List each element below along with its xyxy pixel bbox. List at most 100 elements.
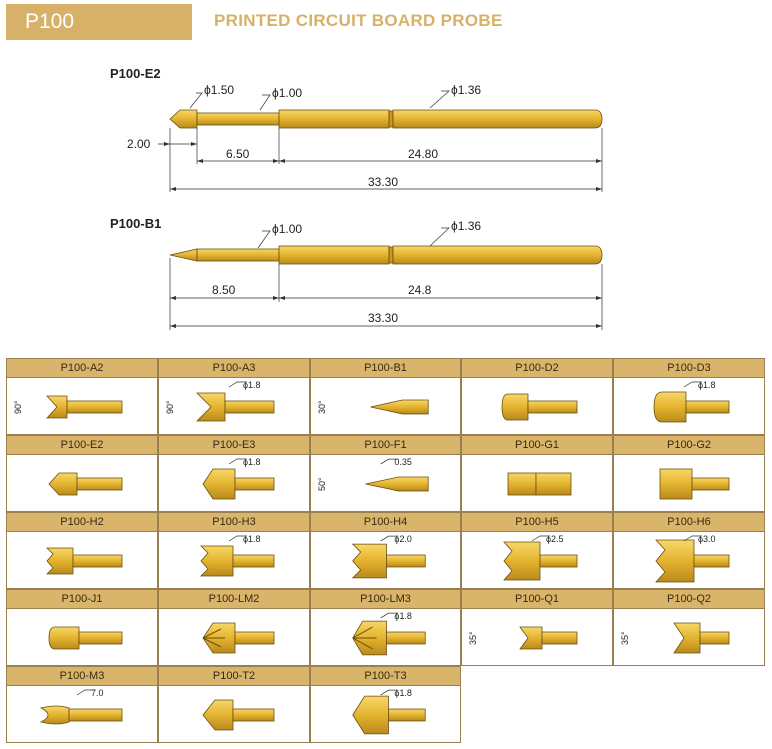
tip-label: P100-E2 bbox=[6, 435, 158, 455]
probe-drawings: ϕ1.50 ϕ1.00 ϕ1.36 2.00 6.50 24.80 33.30 … bbox=[127, 83, 603, 330]
tip-cell: P100-E3 ϕ1.8 bbox=[158, 435, 310, 512]
tip-label: P100-F1 bbox=[310, 435, 461, 455]
tip-diagram: 7.0 bbox=[6, 686, 158, 743]
tip-diagram: 35° bbox=[461, 609, 613, 666]
tip-diagram bbox=[6, 455, 158, 512]
e2-dia-barrel: ϕ1.00 bbox=[272, 86, 302, 100]
tip-diagram bbox=[158, 686, 310, 743]
b1-len-rear: 24.8 bbox=[408, 283, 432, 297]
drawing-label-e2: P100-E2 bbox=[110, 66, 161, 81]
tip-label: P100-T3 bbox=[310, 666, 461, 686]
tip-angle-note: 35° bbox=[468, 631, 478, 645]
page-title: PRINTED CIRCUIT BOARD PROBE bbox=[214, 11, 503, 30]
tip-cell: P100-H5 ϕ2.5 bbox=[461, 512, 613, 589]
tip-label: P100-H5 bbox=[461, 512, 613, 532]
tip-diagram: 30° bbox=[310, 378, 461, 435]
tip-diagram: 90° ϕ1.8 bbox=[158, 378, 310, 435]
tip-cell: P100-T2 bbox=[158, 666, 310, 743]
tip-diagram bbox=[6, 609, 158, 666]
tip-angle-note: 30° bbox=[317, 400, 327, 414]
tip-diagram: ϕ1.8 bbox=[158, 455, 310, 512]
tip-diagram: ϕ2.0 bbox=[310, 532, 461, 589]
tip-diagram: 50° 0.35 bbox=[310, 455, 461, 512]
tip-label: P100-D2 bbox=[461, 358, 613, 378]
tip-label: P100-H6 bbox=[613, 512, 765, 532]
tip-diagram bbox=[613, 455, 765, 512]
tip-diagram bbox=[6, 532, 158, 589]
tip-cell: P100-Q1 35° bbox=[461, 589, 613, 666]
tip-cell: P100-B1 30° bbox=[310, 358, 461, 435]
tip-angle-note: 35° bbox=[620, 631, 630, 645]
tip-cell: P100-H2 bbox=[6, 512, 158, 589]
tip-label: P100-B1 bbox=[310, 358, 461, 378]
tip-dia-note: 0.35 bbox=[394, 457, 411, 467]
tip-cell: P100-G1 bbox=[461, 435, 613, 512]
tip-diagram: ϕ2.5 bbox=[461, 532, 613, 589]
b1-dia-body: ϕ1.36 bbox=[451, 219, 481, 233]
tip-label: P100-D3 bbox=[613, 358, 765, 378]
e2-len-front: 6.50 bbox=[226, 147, 250, 161]
tip-cell: P100-A3 90° ϕ1.8 bbox=[158, 358, 310, 435]
tip-cell: P100-D2 bbox=[461, 358, 613, 435]
tip-diagram bbox=[461, 378, 613, 435]
tip-label: P100-Q1 bbox=[461, 589, 613, 609]
tip-dia-note: ϕ1.8 bbox=[243, 457, 261, 467]
tip-cell: P100-Q2 35° bbox=[613, 589, 765, 666]
tip-diagram bbox=[461, 455, 613, 512]
tip-cell: P100-D3 ϕ1.8 bbox=[613, 358, 765, 435]
tip-cell: P100-E2 bbox=[6, 435, 158, 512]
e2-dia-tip: ϕ1.50 bbox=[204, 83, 234, 97]
tip-cell: P100-A2 90° bbox=[6, 358, 158, 435]
tip-diagram: ϕ3.0 bbox=[613, 532, 765, 589]
tip-label: P100-M3 bbox=[6, 666, 158, 686]
e2-len-rear: 24.80 bbox=[408, 147, 438, 161]
tip-cell: P100-H3 ϕ1.8 bbox=[158, 512, 310, 589]
tip-label: P100-H2 bbox=[6, 512, 158, 532]
tip-diagram: ϕ1.8 bbox=[310, 686, 461, 743]
tip-dia-note: ϕ1.8 bbox=[394, 611, 411, 621]
tip-label: P100-A3 bbox=[158, 358, 310, 378]
tip-diagram: 35° bbox=[613, 609, 765, 666]
model-name: P100 bbox=[25, 10, 75, 33]
tip-dia-note: ϕ3.0 bbox=[698, 534, 716, 544]
tip-dia-note: ϕ1.8 bbox=[243, 534, 261, 544]
tip-label: P100-LM3 bbox=[310, 589, 461, 609]
tip-label: P100-Q2 bbox=[613, 589, 765, 609]
tip-label: P100-H3 bbox=[158, 512, 310, 532]
tip-label: P100-LM2 bbox=[158, 589, 310, 609]
tip-diagram: 90° bbox=[6, 378, 158, 435]
tip-label: P100-G1 bbox=[461, 435, 613, 455]
e2-dia-body: ϕ1.36 bbox=[451, 83, 481, 97]
tip-diagram: ϕ1.8 bbox=[613, 378, 765, 435]
tip-label: P100-J1 bbox=[6, 589, 158, 609]
tip-dia-note: ϕ1.8 bbox=[394, 688, 411, 698]
tip-dia-note: ϕ1.8 bbox=[243, 380, 261, 390]
tip-cell: P100-LM2 bbox=[158, 589, 310, 666]
b1-dia-barrel: ϕ1.00 bbox=[272, 222, 302, 236]
tip-label: P100-E3 bbox=[158, 435, 310, 455]
tip-cell: P100-J1 bbox=[6, 589, 158, 666]
b1-len-front: 8.50 bbox=[212, 283, 236, 297]
tip-dia-note: ϕ2.5 bbox=[546, 534, 564, 544]
e2-len-tip: 2.00 bbox=[127, 137, 151, 151]
tip-angle-note: 50° bbox=[317, 477, 327, 491]
tip-angle-note: 90° bbox=[165, 400, 175, 414]
tip-cell: P100-LM3 ϕ1.8 bbox=[310, 589, 461, 666]
tip-dia-note: 7.0 bbox=[91, 688, 104, 698]
tip-label: P100-T2 bbox=[158, 666, 310, 686]
tip-cell: P100-F1 50° 0.35 bbox=[310, 435, 461, 512]
tip-cell: P100-H6 ϕ3.0 bbox=[613, 512, 765, 589]
probe-e2 bbox=[169, 109, 603, 129]
drawing-label-b1: P100-B1 bbox=[110, 216, 162, 231]
tip-label: P100-A2 bbox=[6, 358, 158, 378]
tip-diagram bbox=[158, 609, 310, 666]
b1-len-total: 33.30 bbox=[368, 311, 398, 325]
tip-diagram: ϕ1.8 bbox=[310, 609, 461, 666]
tip-dia-note: ϕ1.8 bbox=[698, 380, 716, 390]
tip-cell: P100-T3 ϕ1.8 bbox=[310, 666, 461, 743]
tip-angle-note: 90° bbox=[13, 400, 23, 414]
tip-dia-note: ϕ2.0 bbox=[394, 534, 411, 544]
tip-label: P100-H4 bbox=[310, 512, 461, 532]
probe-b1 bbox=[169, 245, 603, 265]
tip-cell: P100-G2 bbox=[613, 435, 765, 512]
